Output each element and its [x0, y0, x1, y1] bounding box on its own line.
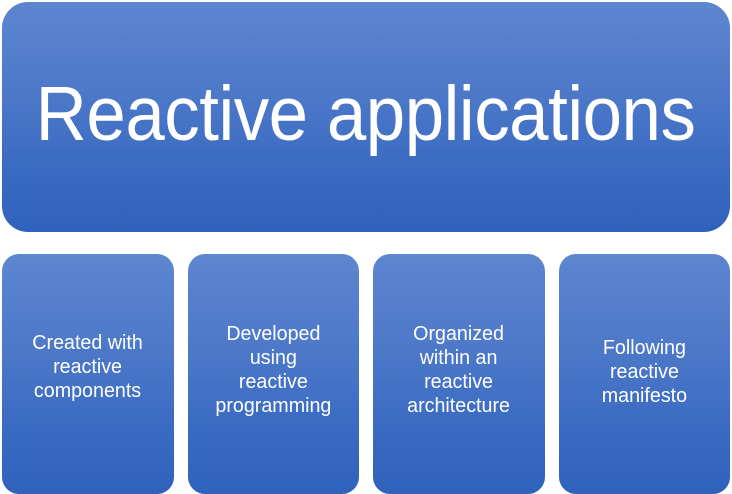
header-banner: Reactive applications	[2, 2, 730, 232]
page-title: Reactive applications	[36, 70, 696, 157]
feature-card-label: Developed using reactive programming	[215, 322, 332, 417]
feature-card-label: Organized within an reactive architectur…	[407, 322, 511, 417]
feature-card-developed-using-reactive-programming[interactable]: Developed using reactive programming	[187, 254, 359, 494]
feature-card-label: Following reactive manifesto	[601, 336, 687, 407]
feature-card-organized-within-an-reactive-architecture[interactable]: Organized within an reactive architectur…	[373, 254, 545, 494]
feature-card-created-with-reactive-components[interactable]: Created with reactive components	[2, 254, 174, 494]
feature-card-following-reactive-manifesto[interactable]: Following reactive manifesto	[558, 254, 730, 494]
feature-card-row: Created with reactive components Develop…	[2, 254, 730, 494]
feature-card-label: Created with reactive components	[32, 331, 143, 402]
